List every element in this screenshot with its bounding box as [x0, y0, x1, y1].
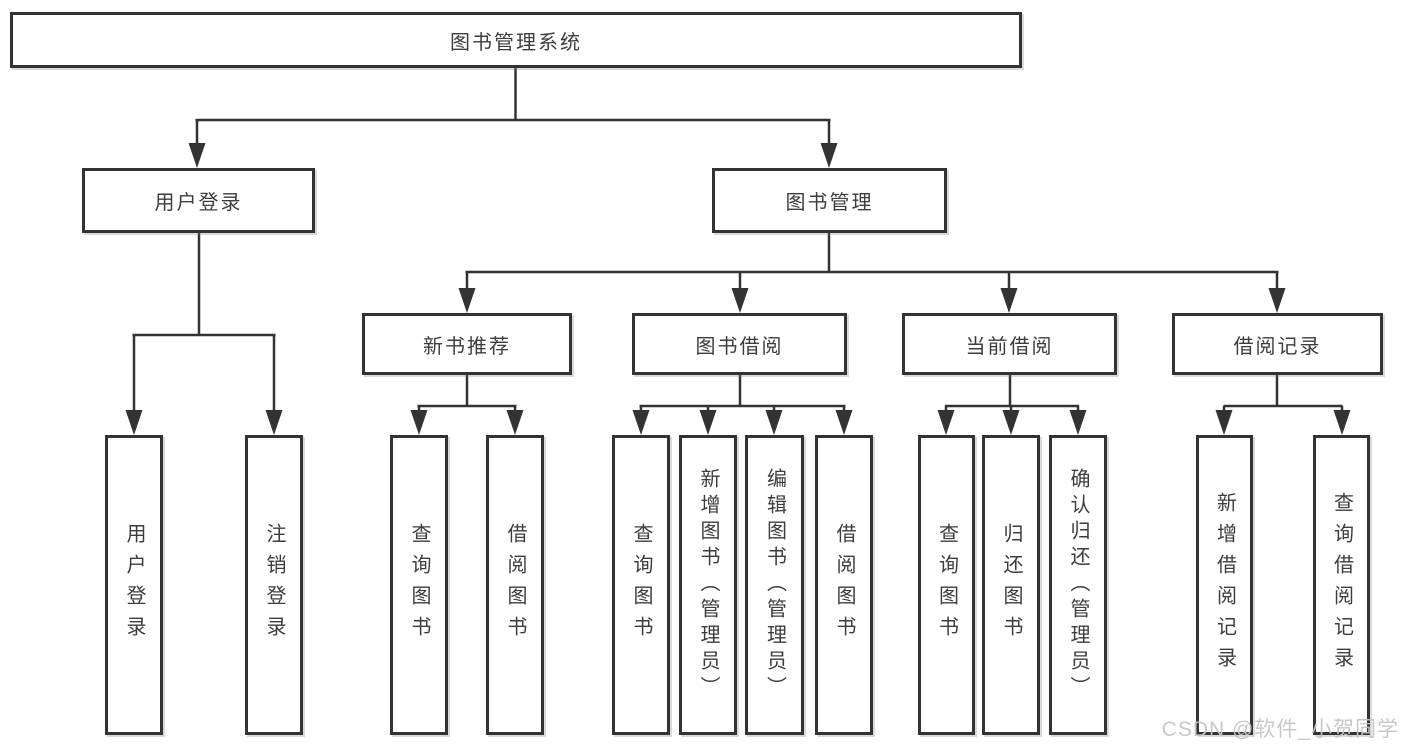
node-label: 图书借阅 [695, 335, 784, 358]
node-label: 查询图书 [630, 523, 652, 647]
node-label: 编辑图书（管理员） [763, 468, 786, 702]
leaf-query-books-recommend: 查询图书 [390, 435, 448, 735]
node-book-management: 图书管理 [712, 168, 947, 233]
csdn-watermark: CSDN @软件_小贺同学 [1161, 718, 1399, 741]
node-borrow-records: 借阅记录 [1172, 313, 1383, 375]
node-label: 借阅记录 [1233, 335, 1322, 358]
leaf-borrow-books-recommend: 借阅图书 [486, 435, 544, 735]
node-label: 查询图书 [935, 523, 958, 647]
leaf-return-book: 归还图书 [982, 435, 1040, 735]
leaf-borrow-books-borrowing: 借阅图书 [815, 435, 873, 735]
node-label: 注销登录 [263, 523, 285, 647]
leaf-query-borrow-record: 查询借阅记录 [1313, 435, 1370, 735]
leaf-query-books-borrowing: 查询图书 [612, 435, 670, 735]
leaf-logout: 注销登录 [245, 435, 303, 735]
node-label: 查询图书 [408, 523, 430, 647]
node-label: 用户登录 [154, 192, 243, 214]
node-label: 借阅图书 [833, 523, 855, 647]
node-book-borrowing: 图书借阅 [632, 313, 847, 375]
node-user-login: 用户登录 [82, 168, 315, 233]
leaf-query-books-current: 查询图书 [918, 435, 975, 735]
leaf-add-book-admin: 新增图书（管理员） [679, 435, 737, 735]
node-label: 图书管理系统 [450, 31, 582, 54]
node-new-book-recommend: 新书推荐 [362, 313, 572, 375]
node-label: 归还图书 [1000, 523, 1022, 647]
leaf-user-login: 用户登录 [105, 435, 163, 735]
node-library-management-system: 图书管理系统 [10, 12, 1022, 68]
node-label: 图书管理 [785, 192, 874, 214]
node-label: 借阅图书 [504, 523, 526, 647]
node-current-borrowing: 当前借阅 [902, 313, 1117, 375]
node-label: 新增借阅记录 [1213, 492, 1236, 678]
leaf-edit-book-admin: 编辑图书（管理员） [745, 435, 804, 735]
node-label: 查询借阅记录 [1330, 492, 1353, 678]
node-label: 新增图书（管理员） [697, 468, 719, 702]
node-label: 确认归还（管理员） [1067, 468, 1089, 702]
node-label: 新书推荐 [423, 335, 511, 358]
node-label: 当前借阅 [965, 335, 1054, 358]
leaf-add-borrow-record: 新增借阅记录 [1196, 435, 1253, 735]
leaf-confirm-return-admin: 确认归还（管理员） [1049, 435, 1107, 735]
node-label: 用户登录 [123, 523, 145, 647]
